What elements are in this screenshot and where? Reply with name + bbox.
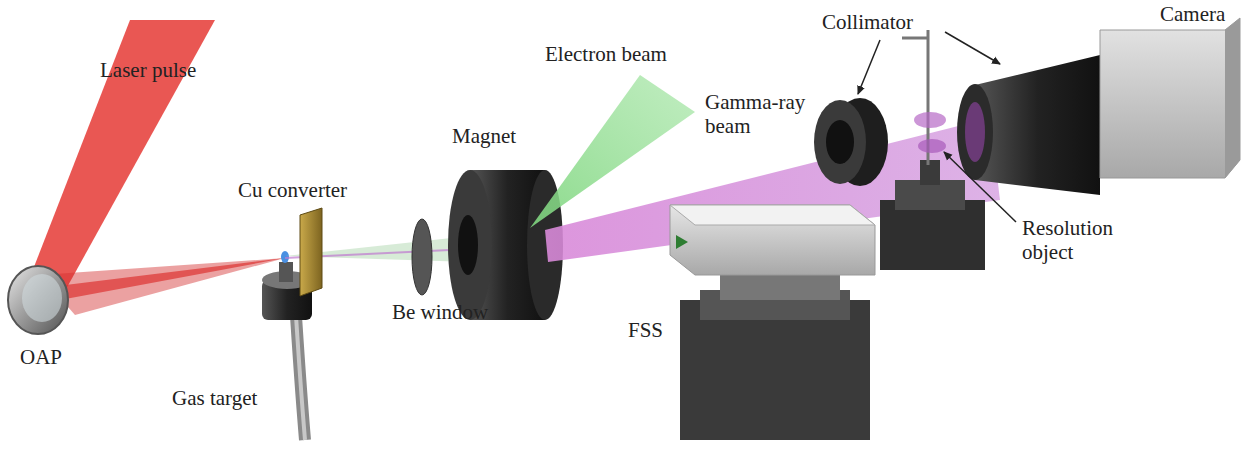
part-label: Laser pulse — [100, 58, 196, 82]
part-label: OAP — [20, 345, 62, 369]
part-label: Gamma-ray beam — [705, 90, 815, 138]
part-label: Resolution object — [1022, 216, 1132, 264]
part-label: Be window — [392, 300, 488, 324]
part-label: FSS — [628, 318, 663, 342]
part-label: Cu converter — [238, 178, 347, 202]
part-label: Collimator — [822, 10, 913, 34]
part-label: Electron beam — [545, 42, 667, 66]
part-label: Magnet — [452, 124, 516, 148]
part-label: Gas target — [172, 386, 257, 410]
part-label: Camera — [1160, 2, 1225, 26]
